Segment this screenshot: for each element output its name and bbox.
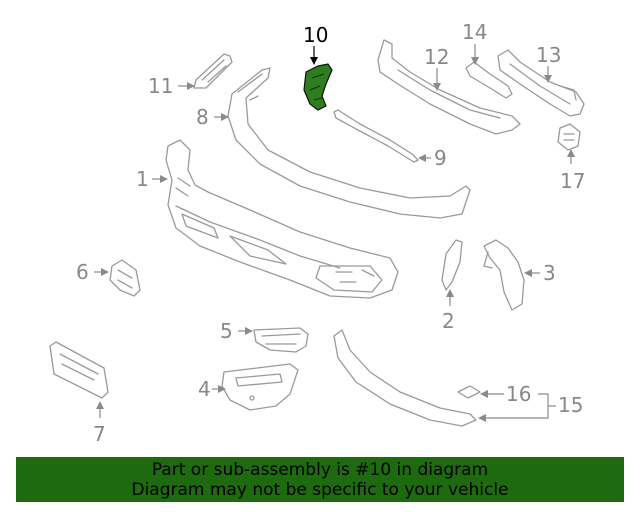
parts-diagram: 1 8 11 10 9 12 14 [49,20,585,446]
callout-7: 7 [93,422,106,446]
callout-14: 14 [462,20,487,44]
part-15-valance [333,329,477,427]
callout-3: 3 [543,261,556,285]
callout-16: 16 [506,382,531,406]
callout-4: 4 [198,377,211,401]
part-8-upper-fascia [227,67,471,219]
info-banner: Part or sub-assembly is #10 in diagram D… [16,457,624,502]
part-14-bracket [465,61,513,99]
banner-line-1: Part or sub-assembly is #10 in diagram [151,460,489,480]
part-5-bracket [253,327,309,353]
callout-5: 5 [220,319,233,343]
callout-17: 17 [560,169,585,193]
callout-8: 8 [196,105,209,129]
callout-6: 6 [76,260,89,284]
part-17-clip [557,123,581,151]
part-13-bracket [497,49,585,117]
callout-9: 9 [434,146,447,170]
part-3-shield [483,239,525,311]
callout-15: 15 [558,393,583,417]
part-10-bracket-highlighted [303,63,333,111]
part-11-bracket [193,53,233,89]
callout-11: 11 [148,74,173,98]
part-1-bumper-cover [165,139,399,299]
part-12-reinforcement [377,39,521,135]
banner-line-2: Diagram may not be specific to your vehi… [131,480,509,500]
part-4-bezel [221,363,299,411]
part-7-plate-bracket [49,341,109,399]
part-16-clip [457,385,481,399]
callout-13: 13 [536,43,561,67]
callout-10: 10 [303,23,328,47]
callout-1: 1 [136,167,149,191]
part-6-bracket [109,259,141,297]
part-2-bracket [441,239,463,291]
part-9-strip [333,109,419,163]
callout-12: 12 [424,45,449,69]
callout-2: 2 [442,309,455,333]
